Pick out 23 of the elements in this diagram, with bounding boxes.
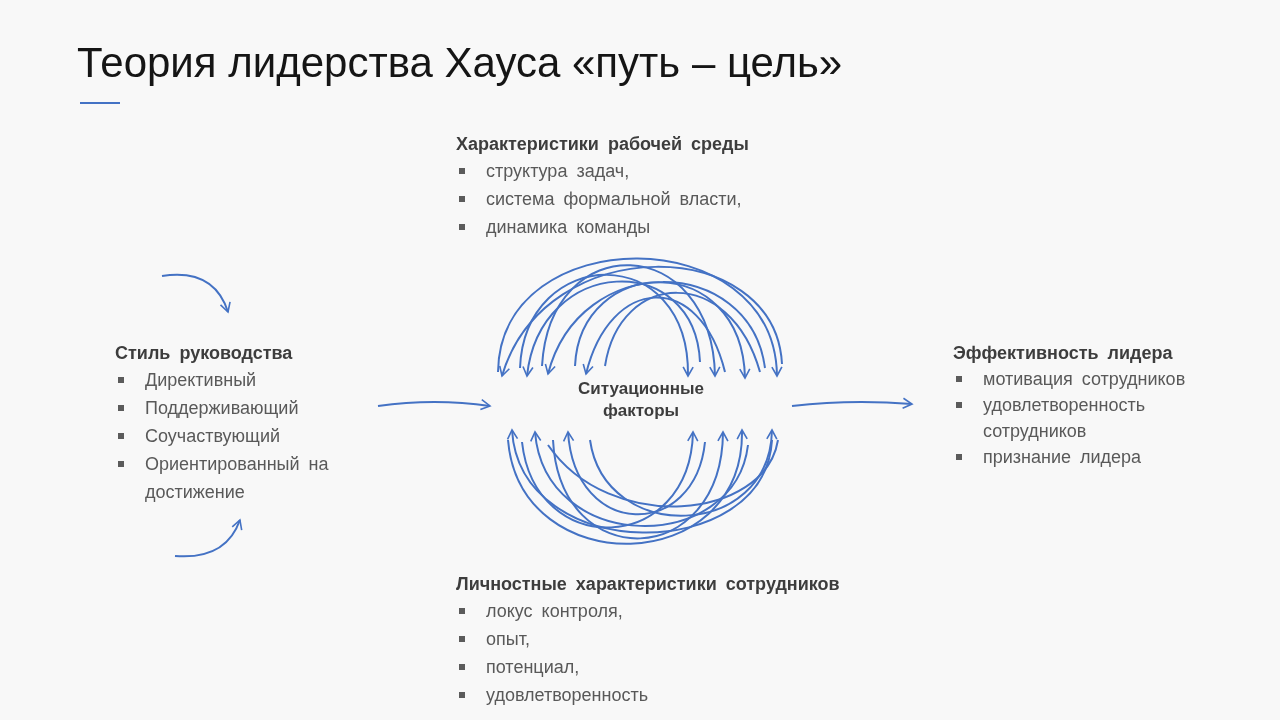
list-item: Ориентированный на достижение xyxy=(145,453,330,504)
list-item: потенциал, xyxy=(486,656,580,679)
list-item: Поддерживающий xyxy=(145,397,299,420)
curved-arrow xyxy=(161,273,231,313)
list-item: локус контроля, xyxy=(486,600,623,623)
list-item: признание лидера xyxy=(983,446,1142,469)
list-item: опыт, xyxy=(486,628,530,651)
curved-arrow xyxy=(791,397,913,410)
section-heading: Эффективность лидера xyxy=(953,342,1173,365)
center-label: Ситуационные факторы xyxy=(577,378,705,422)
list-item: Соучаствующий xyxy=(145,425,281,448)
curved-arrow xyxy=(174,519,242,558)
list-item: удовлетворенность xyxy=(486,684,649,707)
list-item: динамика команды xyxy=(486,216,651,239)
section-heading: Характеристики рабочей среды xyxy=(456,133,749,156)
section-heading: Личностные характеристики сотрудников xyxy=(456,573,840,596)
curved-arrow xyxy=(377,399,491,411)
section-heading: Стиль руководства xyxy=(115,342,293,365)
list-item: мотивация сотрудников xyxy=(983,368,1186,391)
list-item: Директивный xyxy=(145,369,257,392)
list-item: структура задач, xyxy=(486,160,630,183)
list-item: система формальной власти, xyxy=(486,188,742,211)
slide-title: Теория лидерства Хауса «путь – цель» xyxy=(77,38,843,88)
